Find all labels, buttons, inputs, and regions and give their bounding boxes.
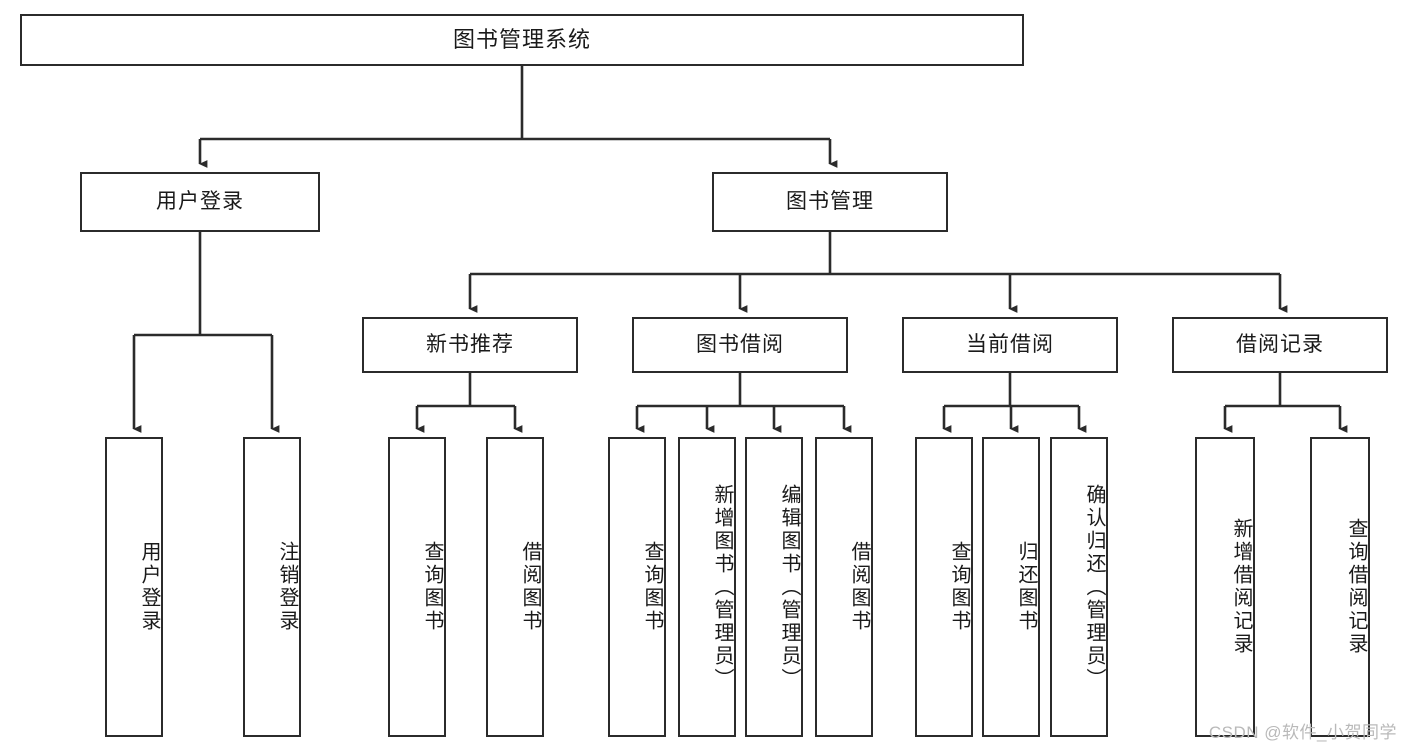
- node-borrow-record[interactable]: 借阅记录: [1172, 317, 1388, 373]
- node-leaf-borrow-book-recommend[interactable]: 借阅图书: [486, 437, 544, 737]
- node-leaf-borrow-book[interactable]: 借阅图书: [815, 437, 873, 737]
- node-leaf-query-book-recommend[interactable]: 查询图书: [388, 437, 446, 737]
- node-leaf-return-book[interactable]: 归还图书: [982, 437, 1040, 737]
- node-leaf-confirm-return-admin[interactable]: 确认归还（管理员）: [1050, 437, 1108, 737]
- node-root-system[interactable]: 图书管理系统: [20, 14, 1024, 66]
- node-user-login[interactable]: 用户登录: [80, 172, 320, 232]
- node-leaf-add-book-admin[interactable]: 新增图书（管理员）: [678, 437, 736, 737]
- node-current-borrow[interactable]: 当前借阅: [902, 317, 1118, 373]
- node-book-manage[interactable]: 图书管理: [712, 172, 948, 232]
- node-leaf-query-borrow-record[interactable]: 查询借阅记录: [1310, 437, 1370, 737]
- node-leaf-add-borrow-record[interactable]: 新增借阅记录: [1195, 437, 1255, 737]
- node-leaf-user-login[interactable]: 用户登录: [105, 437, 163, 737]
- watermark-text: CSDN @软件_小贺同学: [1208, 723, 1397, 742]
- node-leaf-query-book-borrow[interactable]: 查询图书: [608, 437, 666, 737]
- node-leaf-edit-book-admin[interactable]: 编辑图书（管理员）: [745, 437, 803, 737]
- node-book-borrow[interactable]: 图书借阅: [632, 317, 848, 373]
- node-new-book-recommend[interactable]: 新书推荐: [362, 317, 578, 373]
- node-leaf-query-book-current[interactable]: 查询图书: [915, 437, 973, 737]
- node-leaf-logout[interactable]: 注销登录: [243, 437, 301, 737]
